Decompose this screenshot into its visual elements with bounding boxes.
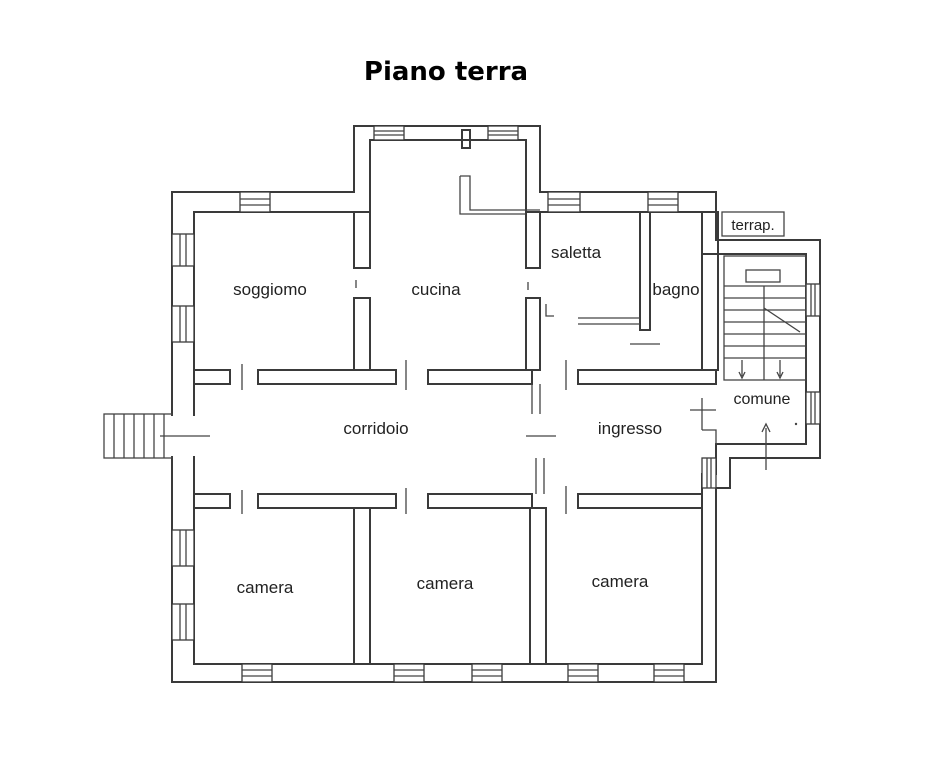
room-label-camera-left: camera <box>237 578 294 597</box>
room-label-corridoio: corridoio <box>343 419 408 438</box>
room-label-comune: comune <box>734 391 791 408</box>
room-label-camera-right: camera <box>592 572 649 591</box>
staircase <box>723 255 807 470</box>
entrance-steps <box>103 413 210 459</box>
room-label-ingresso: ingresso <box>598 419 662 438</box>
room-label-soggiorno: soggiomo <box>233 280 307 299</box>
room-label-cucina: cucina <box>411 280 461 299</box>
room-label-camera-mid: camera <box>417 574 474 593</box>
interior-walls <box>193 129 719 665</box>
room-label-bagno: bagno <box>652 280 699 299</box>
room-label-terrapieno: terrap. <box>731 217 774 234</box>
outer-walls <box>171 125 821 683</box>
room-label-saletta: saletta <box>551 243 602 262</box>
windows <box>171 125 821 683</box>
room-labels: soggiomo cucina saletta bagno terrap. co… <box>233 217 790 597</box>
terrapieno-box <box>721 211 785 237</box>
plan-title: Piano terra <box>364 57 528 87</box>
